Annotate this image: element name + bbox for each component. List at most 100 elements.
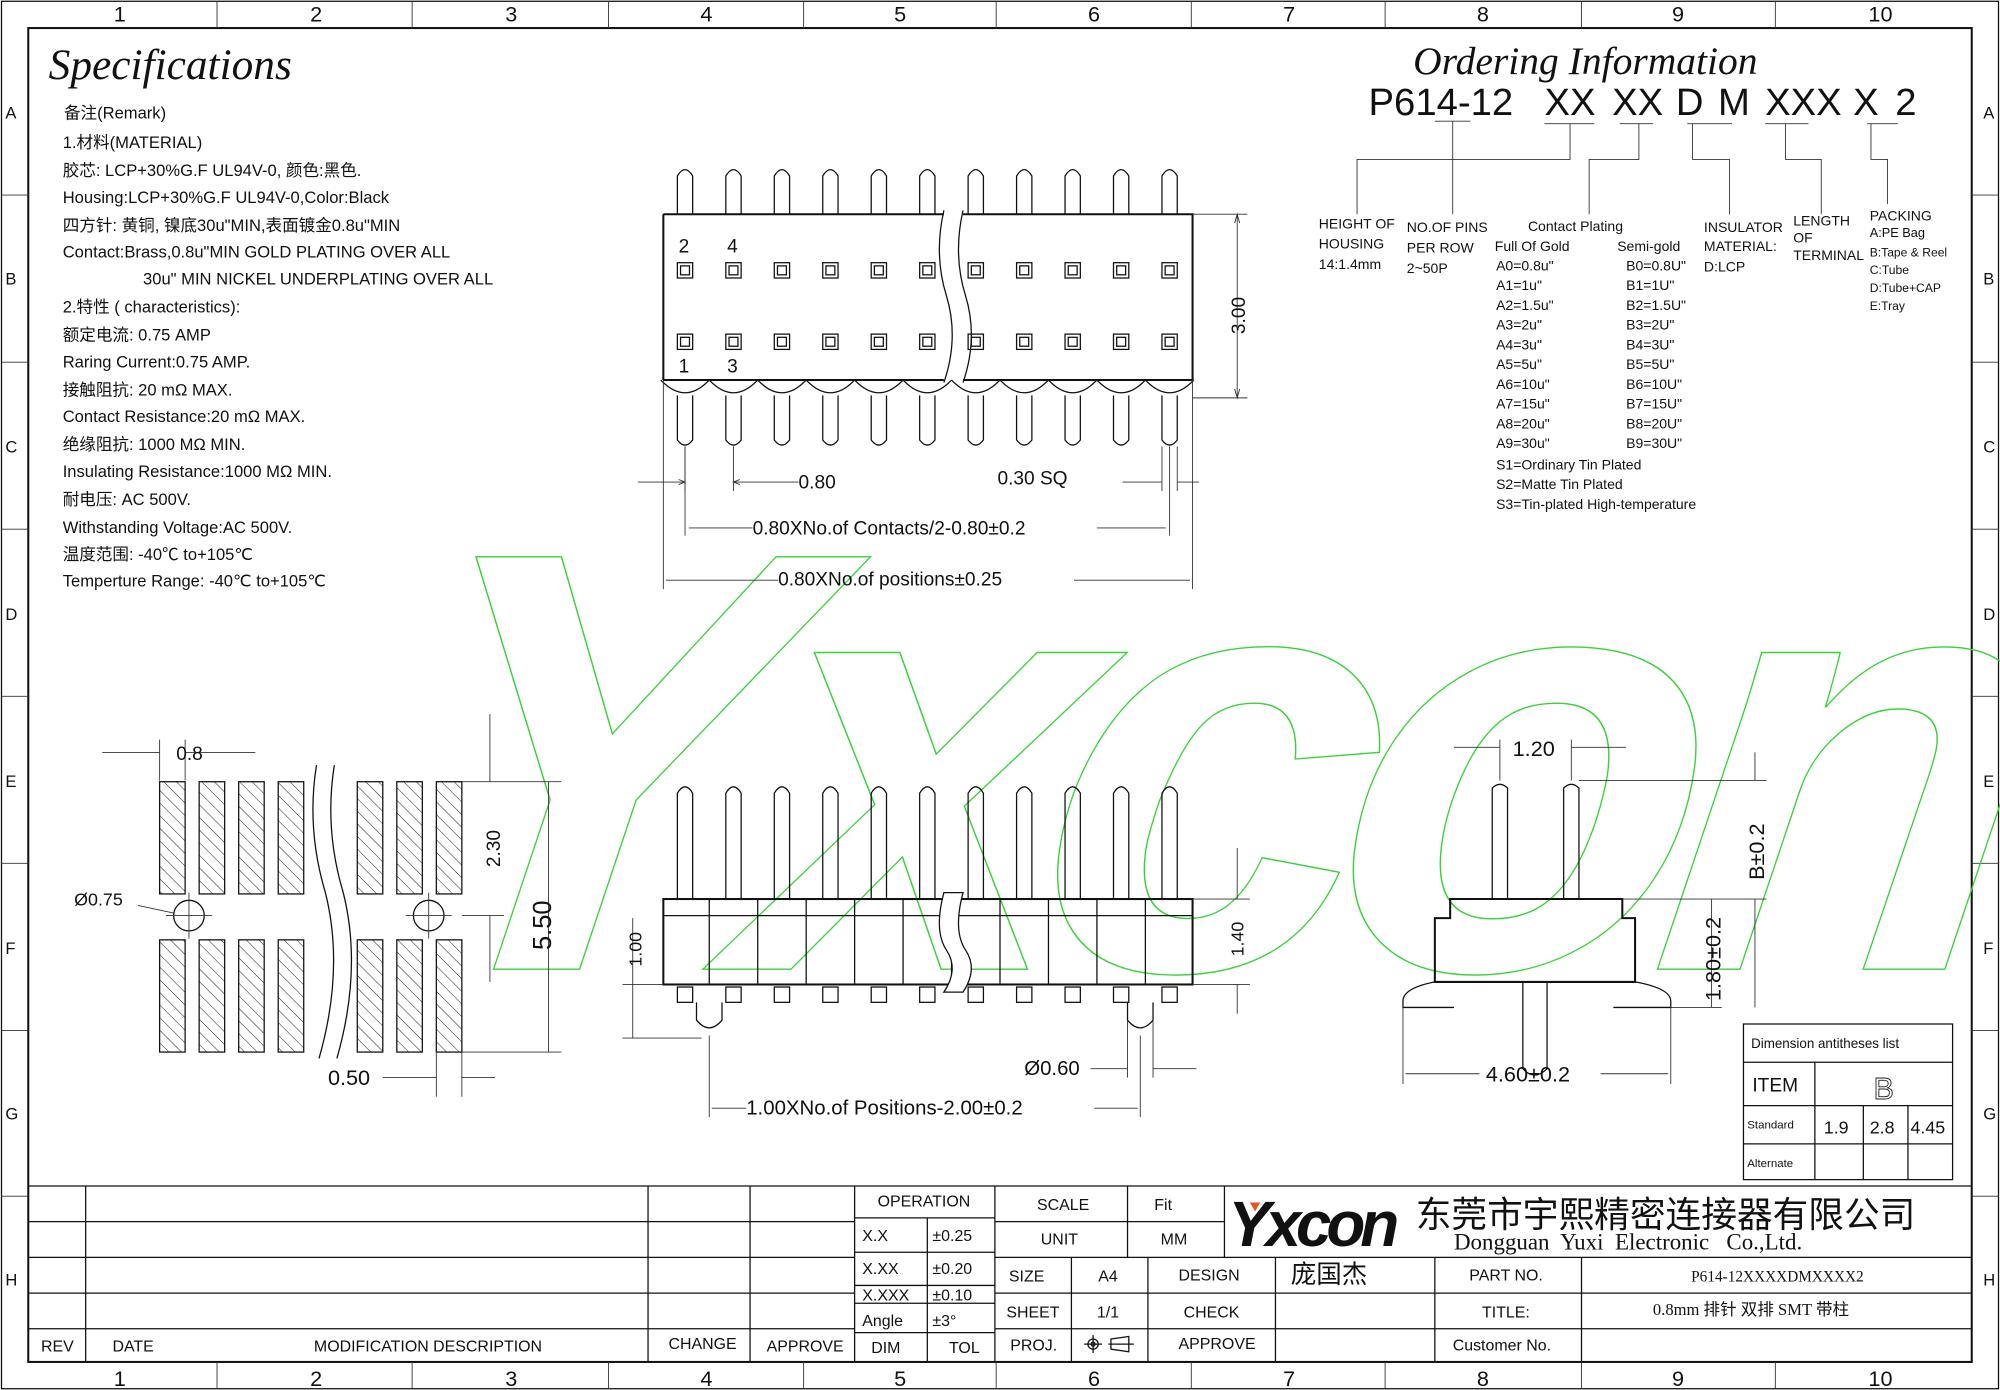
square-pin-pad	[967, 333, 985, 351]
break-line	[938, 210, 972, 383]
square-pin-pad	[822, 333, 839, 351]
watermark-logo: Yxcon	[350, 427, 2000, 1097]
packing-b: B:Tape & Reel	[1870, 245, 1947, 259]
dim-0-80: 0.80	[799, 472, 836, 493]
dim-1-00-lines	[622, 918, 702, 1039]
square-pin-pad-inner	[1019, 336, 1030, 347]
specifications-section: Specifications 备注(Remark)1.材料(MATERIAL)胶…	[49, 41, 493, 591]
dim-contacts-lines	[684, 446, 1171, 536]
frame-row-label: B	[5, 269, 16, 288]
square-pin-pad-inner	[679, 336, 691, 347]
company-name-en: Dongguan Yuxi Electronic Co.,Ltd.	[1454, 1230, 1802, 1255]
operation-label: OPERATION	[878, 1193, 971, 1210]
gold-plating-option: A1=1u"	[1496, 277, 1542, 293]
dim-0-50-lines	[382, 1052, 496, 1097]
square-pin-pad-inner	[1116, 336, 1127, 347]
code-height: XX	[1545, 81, 1596, 124]
spec-line: Withstanding Voltage:AC 500V.	[63, 518, 293, 537]
dim-fp-0-8: 0.8	[176, 744, 203, 765]
insulator-line-2: MATERIAL:	[1704, 238, 1777, 254]
square-pin-pad	[1064, 262, 1081, 279]
semi-gold-plating-option: B7=15U"	[1626, 396, 1682, 412]
frame-row-label: G	[5, 1105, 18, 1124]
pad	[435, 781, 463, 895]
dim-4-60-lines	[1402, 1007, 1672, 1084]
square-pin-pad	[870, 262, 888, 279]
frame-column-label: 1	[114, 1366, 126, 1390]
dim-fp-diameter: Ø0.75	[74, 889, 123, 909]
dim-fr-diameter: Ø0.60	[1024, 1058, 1080, 1080]
logo-accent-icon	[1249, 1202, 1261, 1212]
frame-row-label: A	[1983, 104, 1995, 123]
customer-no-label: Customer No.	[1453, 1337, 1551, 1354]
square-pin-pad-inner	[873, 265, 884, 276]
pin-bottom	[822, 395, 839, 446]
length-line-2: OF	[1793, 229, 1812, 245]
pad	[356, 939, 384, 1053]
ordering-code: P614-12 XX XX D M XXX X 2	[1369, 81, 1917, 124]
tolerance-dim: Angle	[862, 1313, 903, 1330]
tolerance-dim: X.XXX	[862, 1288, 909, 1305]
smt-lead	[1015, 986, 1033, 1003]
tolerance-value: ±0.25	[932, 1228, 972, 1245]
dim-fp-5-50: 5.50	[529, 900, 557, 950]
pin-top	[919, 168, 936, 215]
height-line-3: 14:1.4mm	[1319, 256, 1381, 272]
frame-column-label: 7	[1283, 1366, 1295, 1390]
frame-column-label: 9	[1672, 1366, 1684, 1390]
code-insulator: M	[1718, 81, 1750, 124]
dim-0-30-sq: 0.30 SQ	[997, 469, 1067, 490]
sheet-label: SHEET	[1006, 1304, 1059, 1321]
housing	[662, 898, 1194, 986]
square-pin-pad	[1112, 333, 1130, 351]
title-label: TITLE:	[1482, 1304, 1530, 1321]
hole-centerline	[405, 892, 452, 939]
square-pin-pad	[773, 333, 791, 351]
square-pin-pad	[1161, 262, 1178, 279]
dim-table-value-3: 4.45	[1911, 1118, 1946, 1138]
length-line-1: LENGTH	[1793, 213, 1850, 229]
pin-bottom	[1015, 395, 1033, 446]
designer-name: 庞国杰	[1291, 1260, 1368, 1289]
dim-3-00: 3.00	[1229, 297, 1250, 334]
semi-gold-plating-option: B9=30U"	[1626, 435, 1682, 451]
smt-lead	[967, 986, 985, 1003]
tin-plating-option: S2=Matte Tin Plated	[1496, 476, 1623, 492]
break-line	[312, 765, 353, 1059]
pin-top	[1161, 168, 1178, 215]
semi-gold-plating-option: B0=0.8U"	[1626, 257, 1686, 273]
spec-line: 绝缘阻抗: 1000 MΩ MIN.	[63, 435, 246, 454]
pad	[435, 939, 463, 1053]
smt-lead	[676, 986, 694, 1003]
packing-title: PACKING	[1870, 208, 1932, 224]
smt-lead	[822, 986, 839, 1003]
pin	[967, 786, 985, 900]
frame-column-label: 3	[505, 1366, 517, 1390]
frame-row-label: F	[1983, 939, 1993, 958]
break-line	[938, 892, 972, 993]
specifications-title: Specifications	[49, 41, 292, 89]
frame-row-label: H	[5, 1270, 17, 1289]
spec-line: Contact Resistance:20 mΩ MAX.	[63, 407, 306, 426]
size-label: SIZE	[1009, 1269, 1044, 1286]
pin	[676, 786, 694, 900]
pin-top	[870, 168, 888, 215]
frame-column-label: 5	[894, 1366, 906, 1390]
square-pin-pad	[676, 262, 694, 279]
square-pin-pad	[870, 333, 888, 351]
code-rows: 2	[1895, 81, 1916, 124]
dim-table-b: B	[1874, 1072, 1894, 1106]
frame-row-label: A	[5, 104, 17, 123]
proj-label: PROJ.	[1010, 1337, 1057, 1354]
pin	[919, 786, 936, 900]
dim-1-40-lines	[1192, 848, 1250, 1014]
semi-gold-plating-option: B3=2U"	[1626, 317, 1674, 333]
gold-plating-option: A3=2u"	[1496, 317, 1542, 333]
smt-lead	[773, 986, 791, 1003]
frame-row-label: B	[1983, 269, 1994, 288]
dim-sd-4-60: 4.60±0.2	[1486, 1061, 1570, 1086]
frame-row-label: G	[1983, 1105, 1996, 1124]
tolerance-dim: X.XX	[862, 1261, 899, 1278]
square-pin-pad	[725, 333, 742, 351]
pad	[158, 939, 186, 1053]
